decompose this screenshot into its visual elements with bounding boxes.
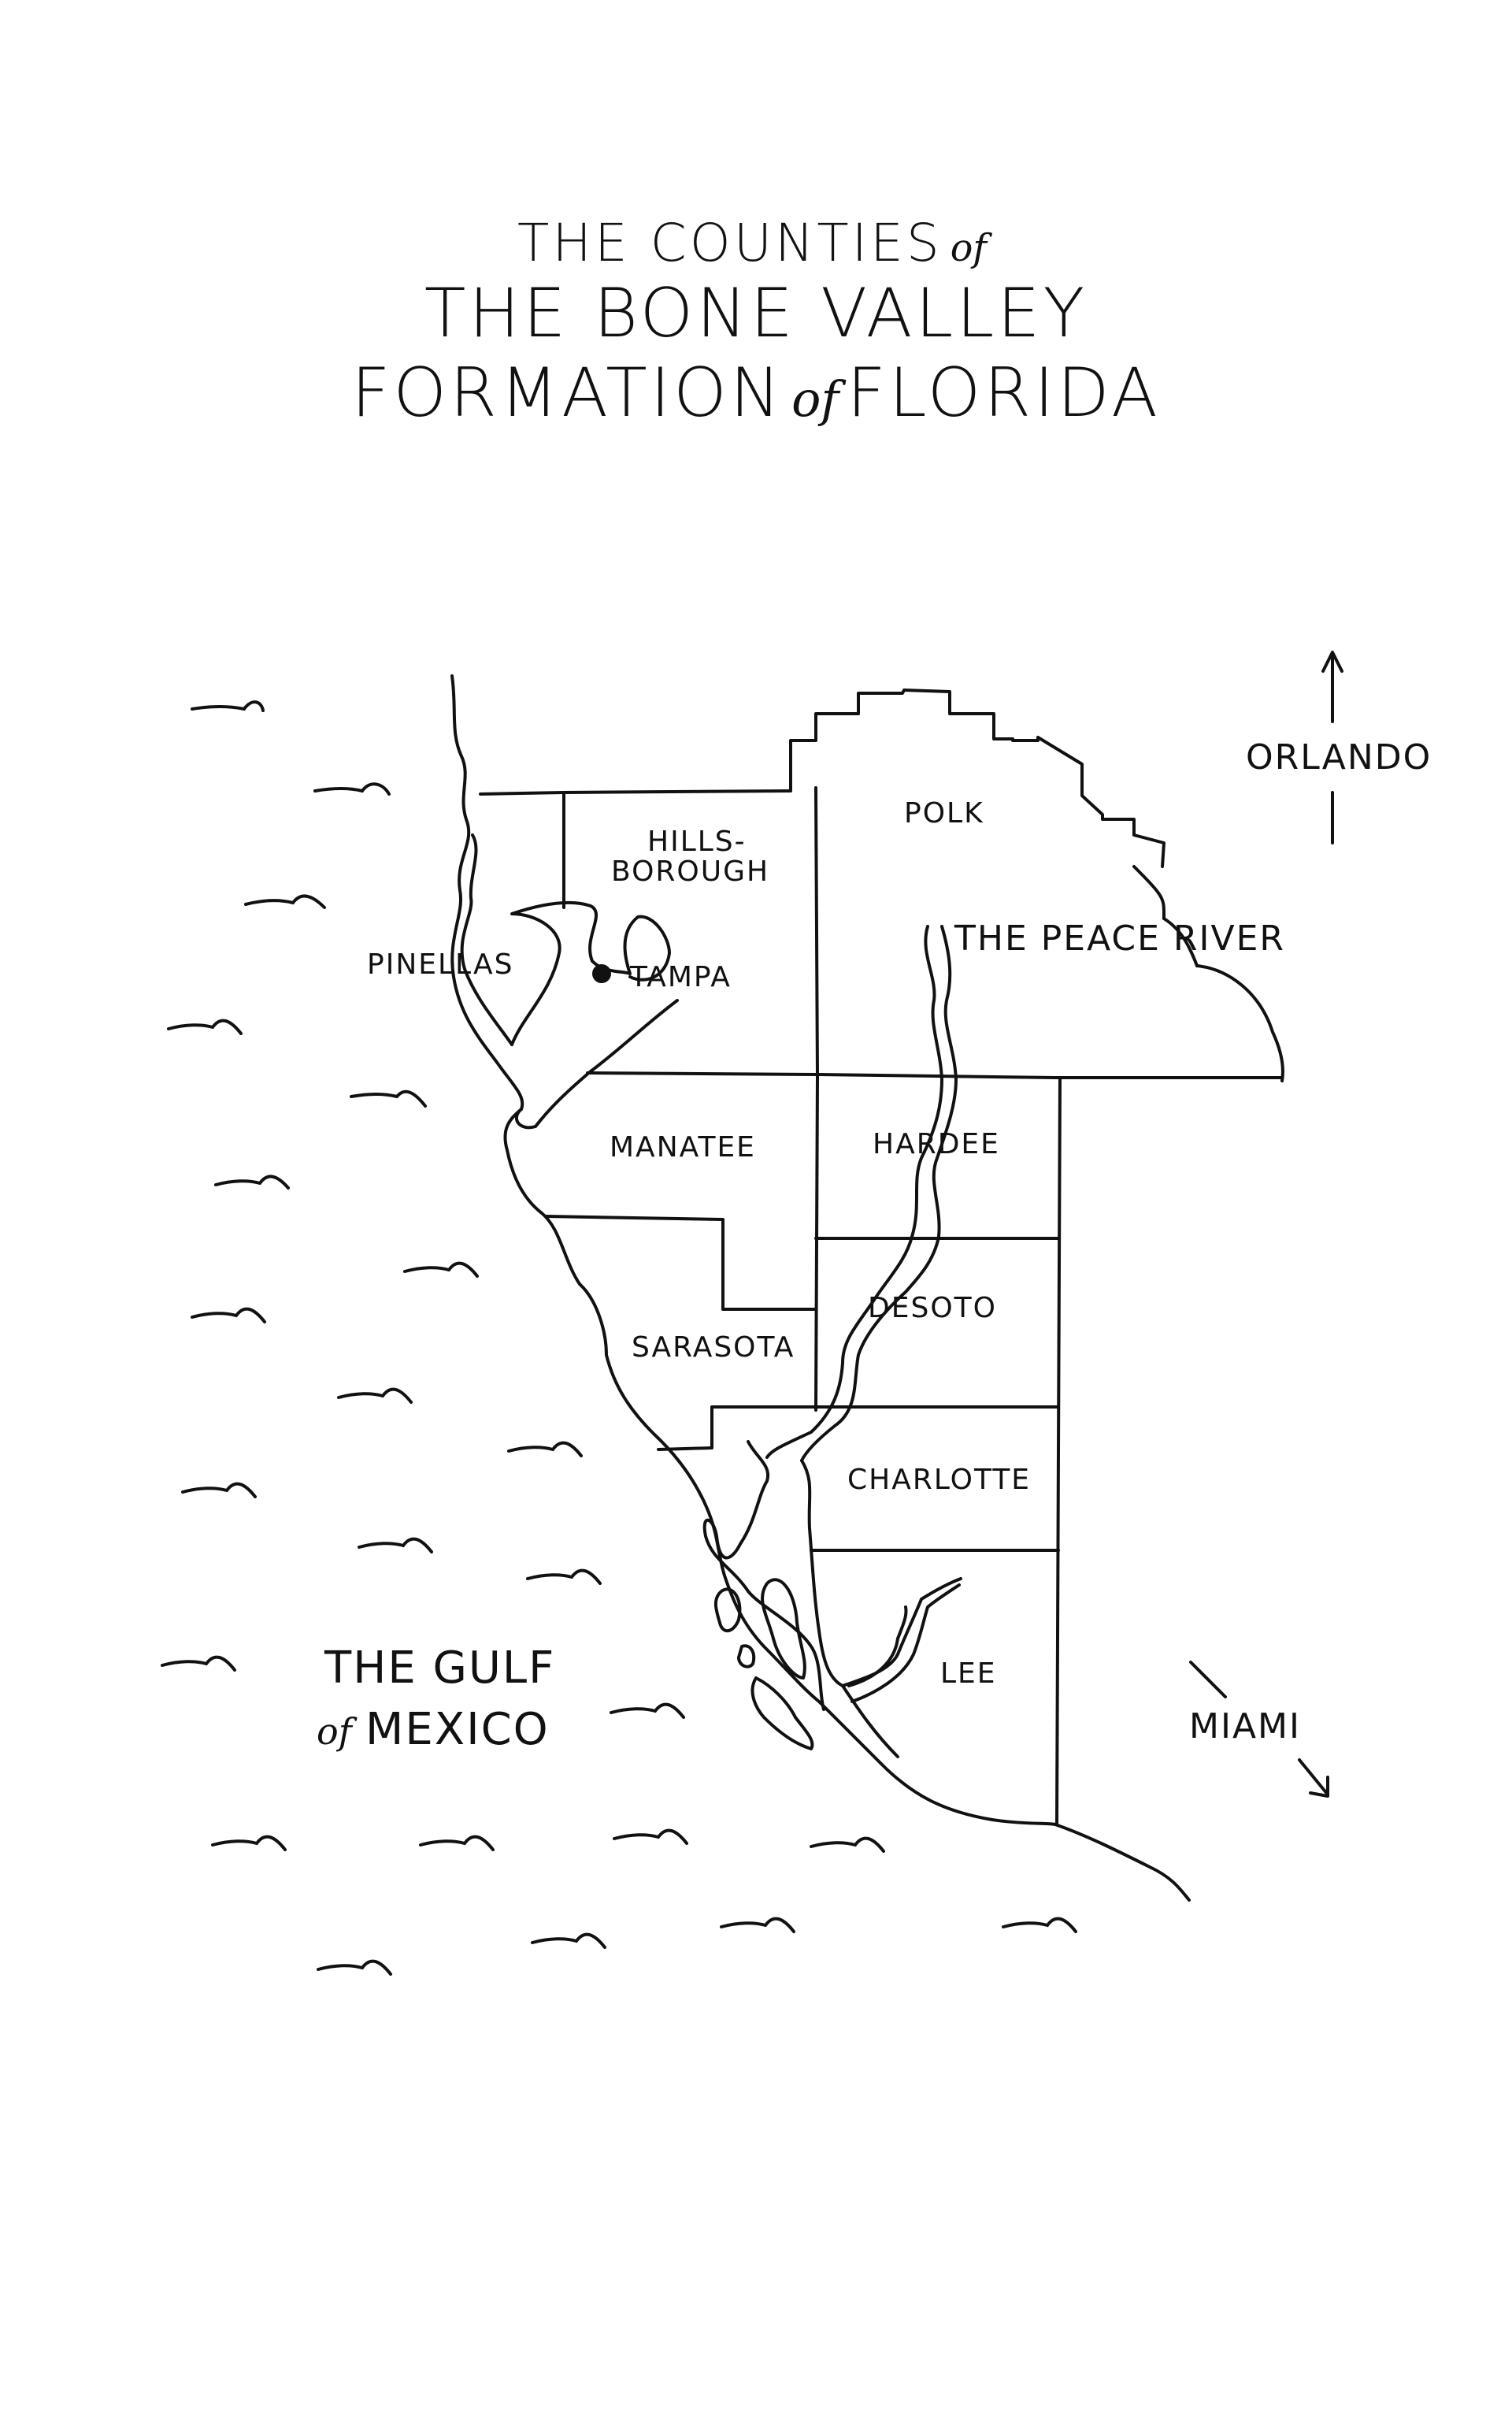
wave-14 — [161, 1655, 236, 1672]
manatee-hardee-divider — [814, 1076, 819, 1412]
wave-23 — [317, 1959, 392, 1976]
orlando-arrow — [1321, 651, 1343, 844]
label-gulf-script: of — [317, 1710, 358, 1753]
wave-20 — [720, 1917, 795, 1933]
pine-island — [761, 1578, 806, 1680]
wave-21 — [1002, 1917, 1077, 1933]
title-line-3-end: FLORIDA — [847, 354, 1162, 433]
orlando-arrow-head — [1321, 651, 1343, 673]
north-boundary — [479, 789, 792, 796]
label-sarasota: SARASOTA — [632, 1331, 795, 1364]
wave-7 — [403, 1261, 479, 1278]
gulf-coastline — [450, 674, 1191, 1902]
small-island — [737, 1644, 756, 1668]
wave-1 — [191, 700, 265, 712]
lee-coast-south — [841, 1684, 899, 1758]
label-charlotte: CHARLOTTE — [847, 1464, 1031, 1496]
hillsborough-polk-line — [814, 786, 819, 1079]
wave-13 — [526, 1568, 602, 1585]
miami-arrow-upper — [1189, 1661, 1227, 1698]
hardee-east-line — [1055, 1076, 1062, 1826]
pinellas-shore — [460, 833, 513, 1046]
miami-arrow-lower — [1298, 1758, 1329, 1796]
title-line-2: THE BONE VALLEY — [424, 273, 1088, 353]
caloosahatchee-north — [847, 1605, 908, 1687]
peace-river-west-bank — [765, 925, 943, 1459]
wave-6 — [214, 1175, 290, 1190]
manatee-sarasota-line — [545, 1215, 817, 1311]
polk-southeast — [1195, 964, 1284, 1082]
tampa-bay-south — [515, 999, 679, 1130]
label-polk: POLK — [904, 797, 984, 830]
charlotte-harbor-shore — [702, 1440, 825, 1711]
polk-east — [1132, 865, 1166, 920]
caloosahatchee-south — [850, 1583, 961, 1703]
label-lee: LEE — [940, 1657, 997, 1690]
wave-4 — [167, 1019, 243, 1035]
gasparilla-island — [714, 1587, 742, 1632]
label-gulf-line-2: MEXICO — [365, 1704, 550, 1755]
title-line-1-script: of — [950, 227, 987, 270]
title-line-3-script: of — [791, 371, 839, 429]
label-manatee: MANATEE — [610, 1131, 756, 1164]
wave-22 — [531, 1932, 606, 1949]
label-hardee: HARDEE — [873, 1128, 1000, 1160]
label-desoto: DESOTO — [868, 1292, 997, 1324]
peace-river-east-bank — [800, 925, 958, 1462]
hillsborough-manatee-line — [586, 1071, 1284, 1079]
tampa-city-marker — [592, 964, 611, 983]
wave-10 — [507, 1441, 583, 1457]
miami-arrow — [1189, 1661, 1329, 1798]
label-tampa: TAMPA — [629, 961, 732, 993]
label-hillsborough-1: HILLS- — [647, 826, 747, 858]
polk-outline — [789, 689, 1166, 868]
wave-16 — [211, 1835, 287, 1851]
gulf-waves — [161, 700, 1077, 1976]
sanibel-island — [750, 1676, 814, 1750]
label-orlando: ORLANDO — [1246, 737, 1432, 778]
label-peace-river: THE PEACE RIVER — [954, 919, 1285, 959]
title-line-1-main: THE COUNTIES — [517, 213, 943, 273]
wave-17 — [419, 1835, 495, 1851]
wave-5 — [350, 1089, 427, 1108]
wave-11 — [181, 1482, 257, 1498]
miami-arrow-head — [1309, 1776, 1329, 1798]
wave-18 — [613, 1828, 688, 1845]
wave-3 — [244, 894, 326, 909]
peace-river-leader — [1162, 917, 1199, 967]
label-pinellas: PINELLAS — [367, 948, 513, 981]
wave-2 — [313, 782, 391, 796]
sarasota-charlotte-line — [657, 1405, 1060, 1451]
wave-15 — [610, 1702, 685, 1719]
charlotte-harbor-east — [800, 1459, 962, 1687]
wave-12 — [358, 1537, 433, 1553]
label-hillsborough-2: BOROUGH — [611, 856, 769, 888]
wave-8 — [191, 1307, 266, 1323]
title-line-3-main: FORMATION — [350, 354, 784, 433]
wave-19 — [810, 1836, 885, 1853]
label-miami: MIAMI — [1189, 1706, 1301, 1746]
label-gulf-line-1: THE GULF — [324, 1642, 555, 1694]
wave-9 — [337, 1387, 413, 1404]
tampa-bay-shore — [510, 900, 671, 1046]
